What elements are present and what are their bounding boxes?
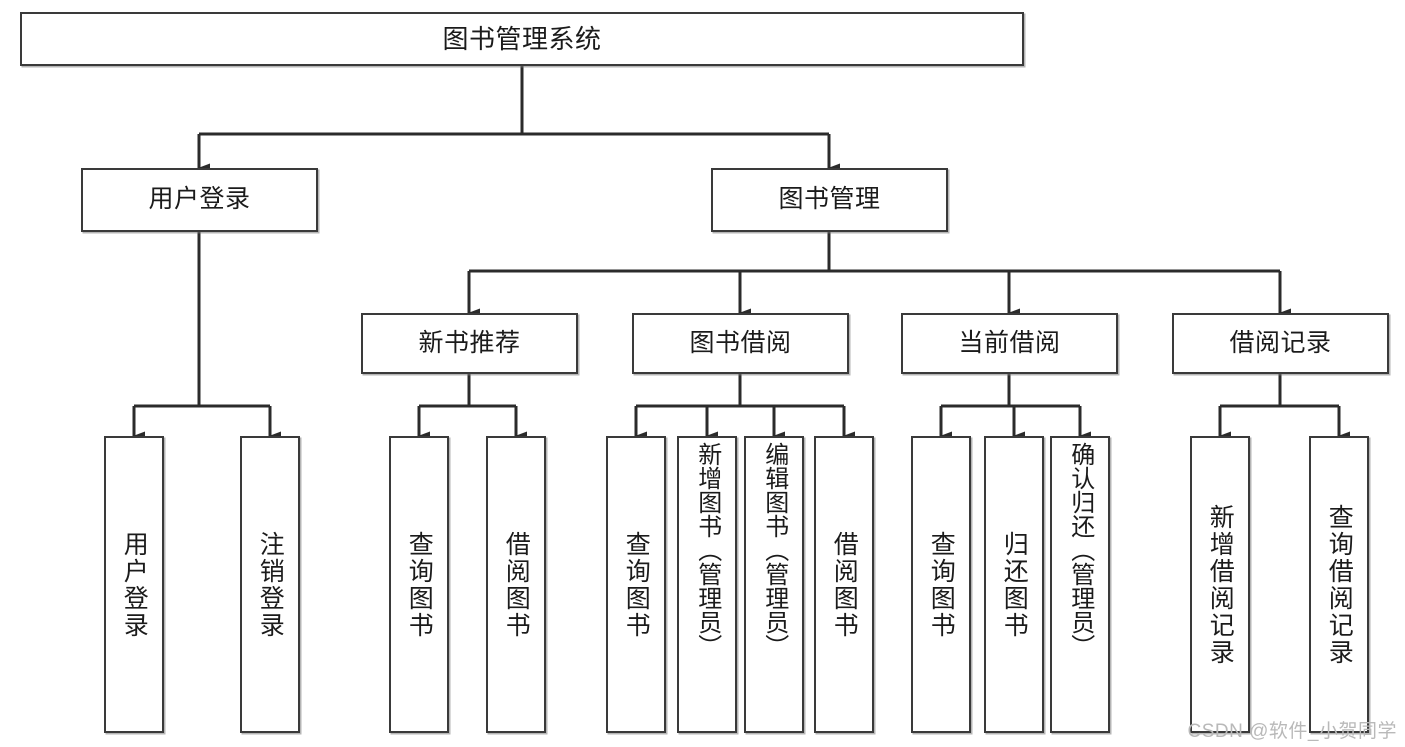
node-leaf-record-add-label: 新增借阅记录 [1206, 503, 1235, 666]
node-leaf-current-query-book[interactable]: 查询图书 [911, 436, 971, 733]
node-leaf-user-login-label: 用户登录 [120, 530, 149, 639]
node-leaf-borrow-add-book-label: 新增图书（管理员） [693, 442, 721, 658]
node-leaf-recommend-query-book[interactable]: 查询图书 [389, 436, 449, 733]
node-root-label: 图书管理系统 [442, 23, 602, 54]
node-leaf-record-query[interactable]: 查询借阅记录 [1309, 436, 1369, 733]
node-leaf-current-return-book-label: 归还图书 [1000, 530, 1029, 639]
node-leaf-current-return-book[interactable]: 归还图书 [984, 436, 1044, 733]
node-leaf-borrow-edit-book-label: 编辑图书（管理员） [760, 442, 788, 658]
node-user-login[interactable]: 用户登录 [81, 168, 318, 232]
node-leaf-recommend-borrow-book[interactable]: 借阅图书 [486, 436, 546, 733]
watermark-text: CSDN @软件_小贺同学 [1187, 721, 1397, 742]
node-root[interactable]: 图书管理系统 [20, 12, 1024, 66]
node-leaf-user-logout-label: 注销登录 [256, 530, 285, 639]
node-leaf-record-add[interactable]: 新增借阅记录 [1190, 436, 1250, 733]
wire-group [132, 66, 1350, 441]
node-book-borrow-label: 图书借阅 [689, 328, 792, 357]
node-leaf-borrow-borrow-book-label: 借阅图书 [830, 530, 859, 639]
node-book-management[interactable]: 图书管理 [711, 168, 948, 232]
node-new-book-recommend-label: 新书推荐 [418, 328, 521, 357]
node-book-management-label: 图书管理 [778, 185, 881, 214]
node-leaf-borrow-add-book[interactable]: 新增图书（管理员） [677, 436, 737, 733]
node-leaf-borrow-borrow-book[interactable]: 借阅图书 [814, 436, 874, 733]
node-leaf-user-logout[interactable]: 注销登录 [240, 436, 300, 733]
node-leaf-current-query-book-label: 查询图书 [927, 530, 956, 639]
node-new-book-recommend[interactable]: 新书推荐 [361, 313, 578, 374]
node-leaf-borrow-edit-book[interactable]: 编辑图书（管理员） [744, 436, 804, 733]
node-current-borrow[interactable]: 当前借阅 [901, 313, 1118, 374]
node-borrow-record-label: 借阅记录 [1229, 328, 1332, 357]
node-current-borrow-label: 当前借阅 [958, 328, 1061, 357]
node-leaf-recommend-borrow-book-label: 借阅图书 [502, 530, 531, 639]
node-leaf-user-login[interactable]: 用户登录 [104, 436, 164, 733]
node-leaf-recommend-query-book-label: 查询图书 [405, 530, 434, 639]
node-leaf-borrow-query-book[interactable]: 查询图书 [606, 436, 666, 733]
node-leaf-borrow-query-book-label: 查询图书 [622, 530, 651, 639]
node-leaf-record-query-label: 查询借阅记录 [1325, 503, 1354, 666]
node-borrow-record[interactable]: 借阅记录 [1172, 313, 1389, 374]
node-leaf-current-confirm-return[interactable]: 确认归还（管理员） [1050, 436, 1110, 733]
node-leaf-current-confirm-return-label: 确认归还（管理员） [1066, 442, 1094, 658]
node-user-login-label: 用户登录 [148, 185, 251, 214]
node-book-borrow[interactable]: 图书借阅 [632, 313, 849, 374]
